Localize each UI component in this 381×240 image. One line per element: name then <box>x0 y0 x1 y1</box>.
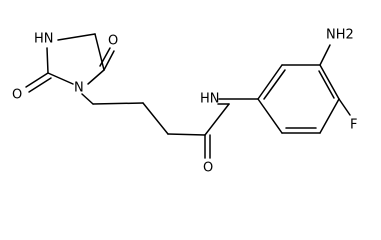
bond-n3-ch2 <box>81 93 94 105</box>
bond-c5-oxygen-double-2 <box>99 47 111 67</box>
atom-label-amine-nh2: NH2 <box>326 28 354 43</box>
bond-ar-6 <box>257 98 283 134</box>
molecule-structure-diagram: HN O O N HN O NH2 F <box>12 28 357 176</box>
atom-label-ring-carbonyl-o-upper: O <box>108 34 118 49</box>
benzene-ring <box>218 44 351 134</box>
bond-chain-3 <box>167 133 206 136</box>
bond-ar-4 <box>319 98 340 134</box>
bond-chain-2 <box>142 102 169 135</box>
butanamide-chain <box>81 93 230 159</box>
atom-label-amide-carbonyl-o: O <box>203 161 213 176</box>
bond-c5-oxygen-double <box>103 50 115 71</box>
bond-ar-nh2 <box>319 44 331 66</box>
bond-ch2-c5 <box>94 33 105 71</box>
bond-ar-inner-2 <box>318 70 335 99</box>
atom-label-ring-n3: N <box>74 81 84 96</box>
hydantoin-ring <box>25 33 115 93</box>
bond-c2-ring-nh <box>46 47 49 74</box>
bond-ar-inner-1 <box>263 69 286 100</box>
bond-ar-fluorine <box>338 98 351 116</box>
bond-chain-1 <box>92 102 144 105</box>
atom-label-amide-nh: HN <box>200 92 220 107</box>
bond-c5-n3 <box>87 69 105 85</box>
atom-label-ring-nh: HN <box>34 32 54 47</box>
bond-ring-nh-ch2 <box>57 33 96 41</box>
bond-ar-3 <box>319 64 340 100</box>
bond-ar-1 <box>257 64 283 100</box>
atom-label-fluorine: F <box>350 118 357 133</box>
bond-n3-c2 <box>47 72 74 85</box>
bond-c2-oxygen-double <box>25 72 49 88</box>
bond-chain-4 <box>204 103 230 136</box>
atom-label-ring-carbonyl-o-lower: O <box>12 88 22 103</box>
bond-c2-oxygen-double-2 <box>28 77 52 93</box>
